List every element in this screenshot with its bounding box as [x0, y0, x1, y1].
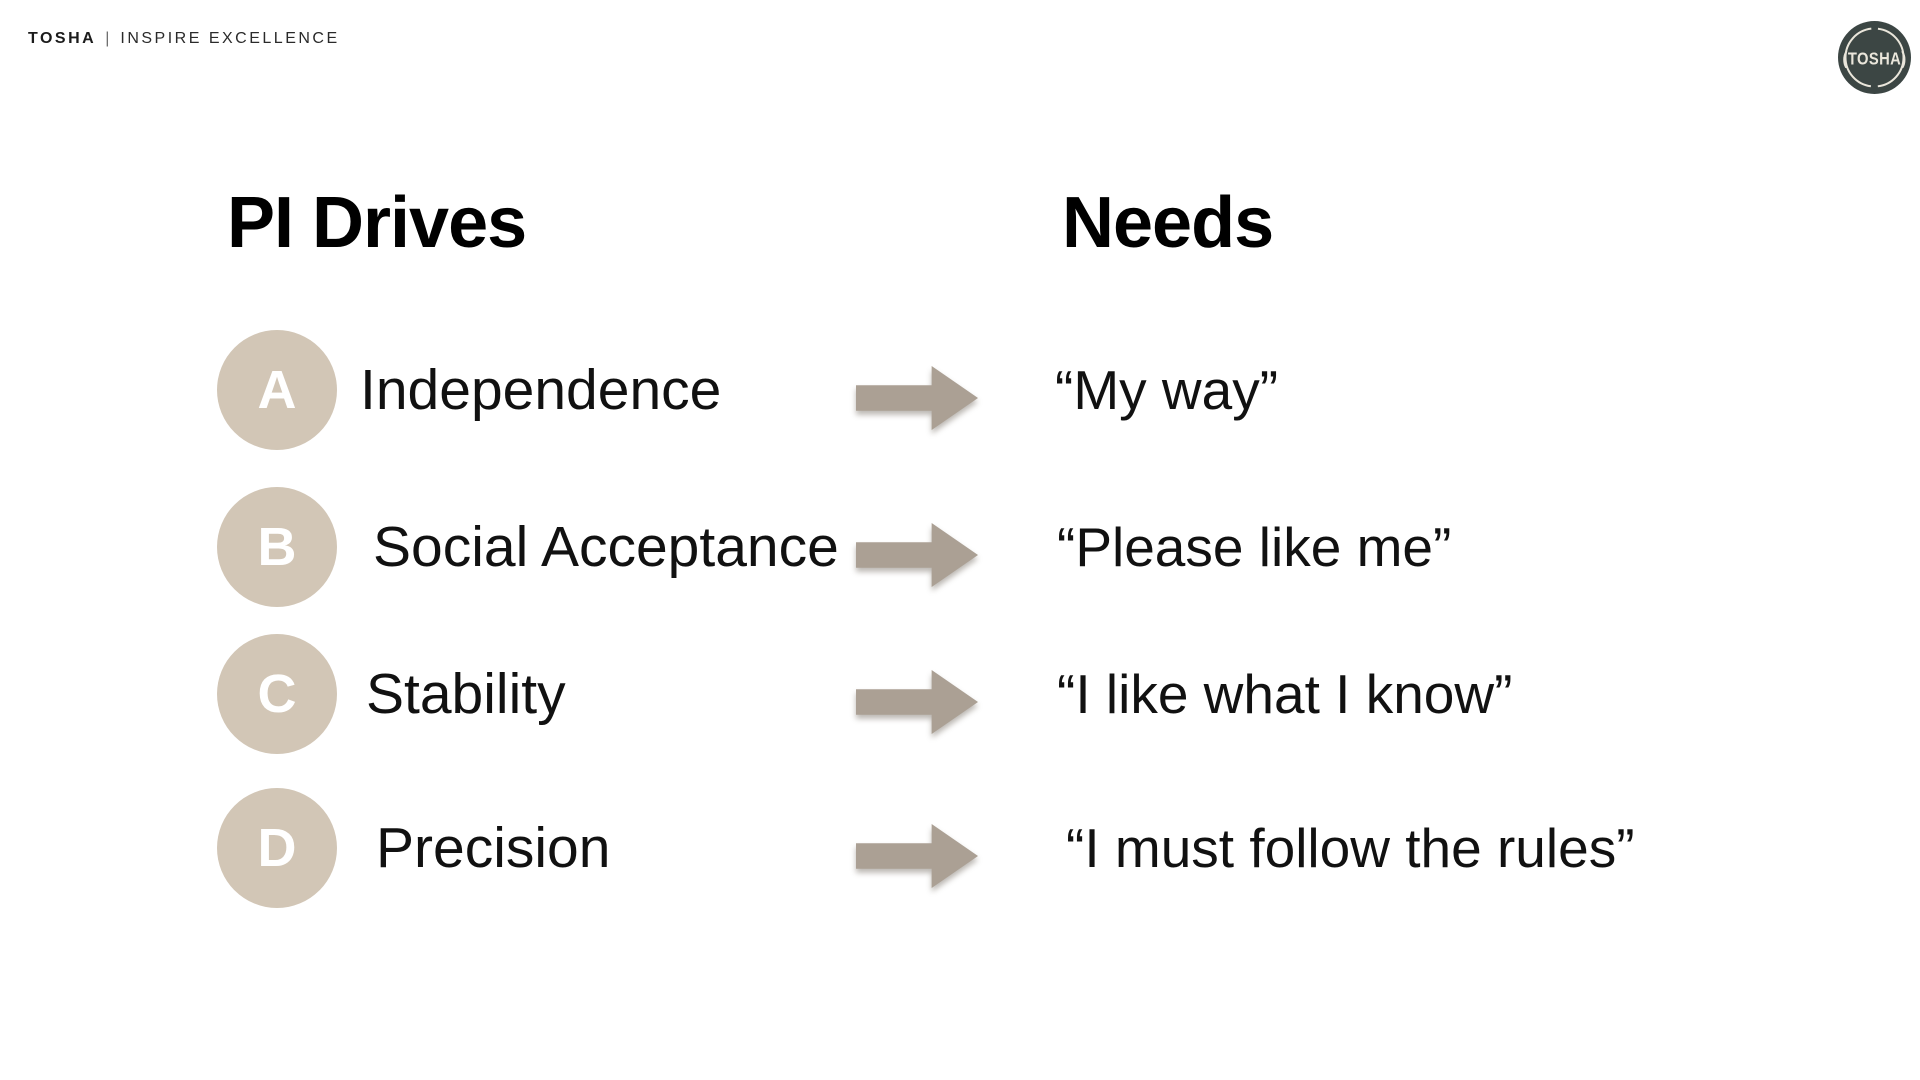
drive-row-independence: A Independence “My way”: [0, 330, 1920, 450]
brand-separator: |: [105, 30, 112, 47]
drive-badge-d: D: [217, 788, 337, 908]
need-label: “I like what I know”: [1057, 663, 1513, 725]
need-label: “My way”: [1055, 359, 1279, 421]
tosha-logo-badge: (TOSHA): [1838, 21, 1911, 94]
arrow-right-icon: [856, 523, 978, 587]
left-column-title: PI Drives: [227, 183, 527, 263]
right-column-title: Needs: [1062, 183, 1274, 263]
drive-badge-a: A: [217, 330, 337, 450]
drive-row-stability: C Stability “I like what I know”: [0, 634, 1920, 754]
drive-label: Independence: [360, 358, 722, 422]
arrow-right-shape: [856, 366, 978, 430]
arrow-right-icon: [856, 366, 978, 430]
drive-label: Stability: [366, 662, 566, 726]
brand-tagline: INSPIRE EXCELLENCE: [120, 30, 340, 47]
drive-badge-c: C: [217, 634, 337, 754]
drive-label: Precision: [376, 816, 611, 880]
brand-name: TOSHA: [28, 30, 97, 47]
need-label: “Please like me”: [1057, 516, 1452, 578]
arrow-right-shape: [856, 670, 978, 734]
arrow-right-icon: [856, 670, 978, 734]
drive-row-social-acceptance: B Social Acceptance “Please like me”: [0, 487, 1920, 607]
arrow-right-icon: [856, 824, 978, 888]
arrow-right-shape: [856, 824, 978, 888]
drive-label: Social Acceptance: [373, 515, 839, 579]
header-brandbar: TOSHA | INSPIRE EXCELLENCE: [28, 30, 340, 48]
drive-row-precision: D Precision “I must follow the rules”: [0, 788, 1920, 908]
drive-badge-b: B: [217, 487, 337, 607]
arrow-right-shape: [856, 523, 978, 587]
logo-badge-text: (TOSHA): [1842, 49, 1906, 69]
tosha-logo-icon: (TOSHA): [1838, 21, 1911, 94]
need-label: “I must follow the rules”: [1066, 817, 1635, 879]
